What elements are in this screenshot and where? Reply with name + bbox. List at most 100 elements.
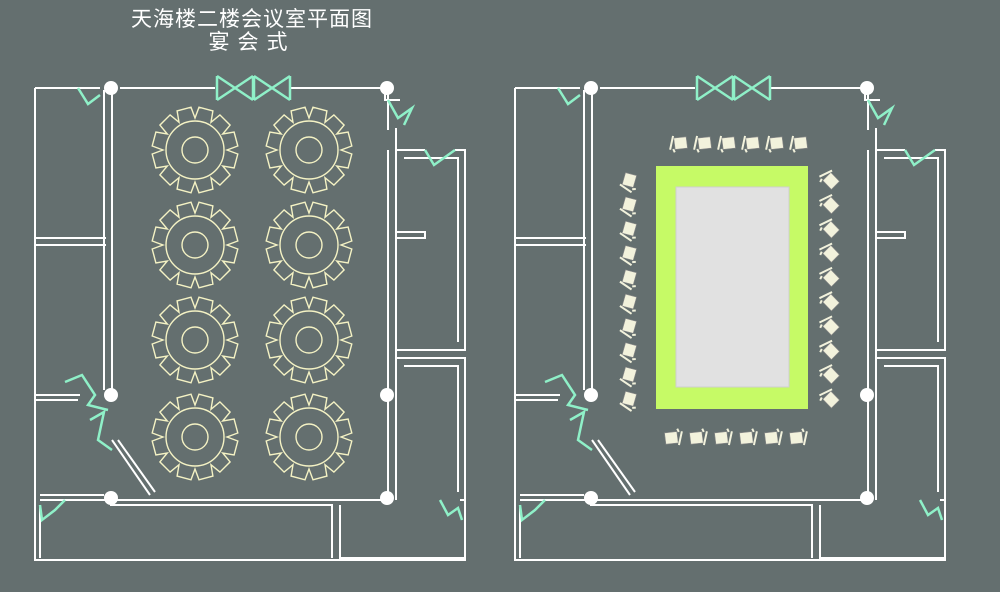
door-swing <box>423 148 456 167</box>
chair-ring <box>265 296 353 384</box>
chair-seat <box>822 317 840 336</box>
chair-seat <box>621 172 637 188</box>
chair-back <box>726 428 733 446</box>
chair <box>619 220 637 242</box>
north-wall <box>35 87 400 101</box>
east-wall-inner <box>867 90 877 500</box>
chair <box>741 135 760 153</box>
chair-back <box>619 305 636 315</box>
chair-back <box>619 402 636 412</box>
chair-back <box>819 315 833 329</box>
east-rooms-lower <box>876 357 946 500</box>
chair <box>619 172 637 194</box>
table-edge <box>279 310 339 370</box>
table-edge <box>165 407 225 467</box>
chair-back <box>619 280 636 291</box>
chair-back <box>717 135 724 153</box>
chair <box>619 366 637 388</box>
east-rooms <box>396 149 466 351</box>
table-edge <box>165 215 225 275</box>
column <box>860 388 874 402</box>
west-rooms <box>515 237 586 401</box>
column <box>104 81 118 95</box>
west-wall-inner <box>103 90 113 395</box>
chair-back <box>619 377 636 388</box>
north-doors-1 <box>215 74 292 102</box>
chair-seat <box>621 196 637 213</box>
chair-back <box>776 428 783 446</box>
conference-table-top <box>675 186 790 388</box>
chair <box>789 135 808 153</box>
title-line-2: 宴会式 <box>208 30 296 54</box>
south-wall <box>40 494 388 501</box>
chair-seat <box>822 196 840 215</box>
door-swing <box>556 87 581 106</box>
chair-seat <box>789 431 804 445</box>
chair-ring <box>265 106 353 194</box>
chair-seat <box>822 269 840 288</box>
chair <box>819 291 840 312</box>
north-wall <box>515 87 880 101</box>
door-swing <box>438 499 464 521</box>
chair <box>819 169 840 190</box>
table-centre <box>181 326 209 354</box>
chair <box>764 428 783 446</box>
table-edge <box>279 215 339 275</box>
chair-back <box>819 169 833 183</box>
round-table <box>265 393 353 481</box>
door-leaf <box>732 74 772 102</box>
table-centre <box>295 423 323 451</box>
chair <box>619 269 637 291</box>
chair <box>619 196 637 218</box>
chair-seat <box>689 431 704 445</box>
chair <box>619 293 637 315</box>
chair-back <box>619 353 636 364</box>
chair <box>619 318 637 339</box>
south-rooms <box>519 504 946 559</box>
chair-seat <box>793 136 808 150</box>
door-swing <box>76 87 101 106</box>
door-swing <box>918 499 944 521</box>
door-leaf <box>695 74 735 102</box>
east-rooms-lower <box>396 357 466 500</box>
chair-ring <box>151 393 239 481</box>
west-corridor-diagonal <box>591 439 636 496</box>
chair-back <box>701 428 708 446</box>
round-table <box>151 393 239 481</box>
chair-seat <box>739 431 754 445</box>
chair-seat <box>822 172 840 190</box>
table-centre <box>295 326 323 354</box>
chair-back <box>819 266 833 280</box>
door-swing <box>866 99 896 126</box>
chair-seat <box>621 269 637 286</box>
chair-back <box>619 207 636 218</box>
chair <box>669 135 688 153</box>
chair <box>819 364 840 385</box>
east-wall-inner <box>387 90 397 500</box>
chair <box>819 242 840 263</box>
chair-seat <box>621 293 637 310</box>
chair <box>739 428 758 446</box>
south-rooms <box>39 504 466 559</box>
chair-seat <box>664 431 679 445</box>
round-table <box>151 296 239 384</box>
chair-back <box>619 232 636 242</box>
north-doors-2 <box>695 74 772 102</box>
chair-seat <box>822 390 840 409</box>
building-walls-2 <box>514 74 946 561</box>
chair <box>693 135 712 153</box>
door-leaf <box>252 74 292 102</box>
column <box>104 388 118 402</box>
table-edge <box>279 120 339 180</box>
figure-title: 天海楼二楼会议室平面图 宴会式 <box>92 8 412 54</box>
chair-back <box>619 256 636 267</box>
column <box>104 491 118 505</box>
door-swing <box>518 499 546 523</box>
chair-seat <box>621 220 637 237</box>
outer-wall <box>514 88 946 561</box>
west-rooms <box>35 237 106 401</box>
chair <box>717 135 736 153</box>
chair-seat <box>822 220 840 239</box>
door-swing <box>544 373 589 412</box>
chair-back <box>669 135 676 153</box>
